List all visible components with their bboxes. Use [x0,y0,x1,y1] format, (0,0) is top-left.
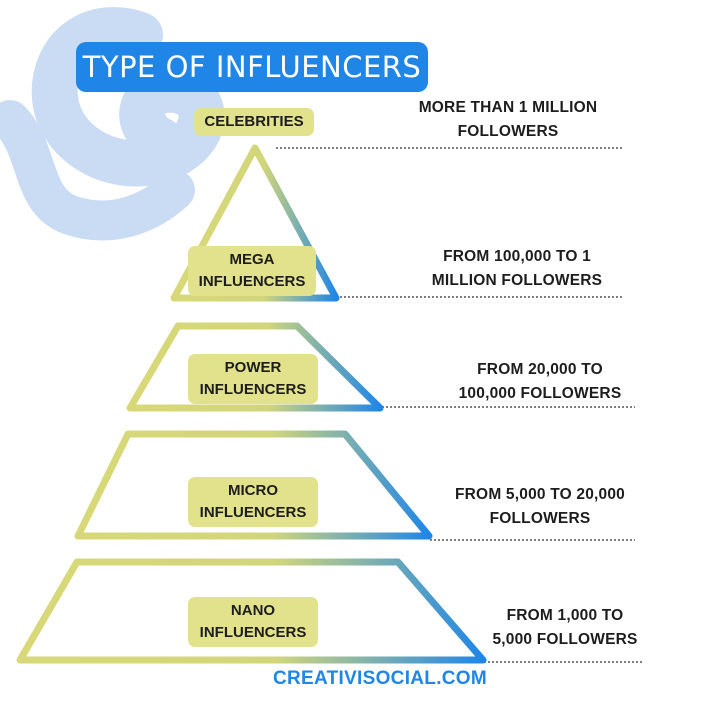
level-desc-line1: FROM 5,000 TO 20,000 [455,486,625,503]
level-label-line2: INFLUENCERS [199,381,307,398]
level-desc-line2: FOLLOWERS [457,123,559,140]
level-desc-line2: FOLLOWERS [489,510,591,527]
level-desc-line1: MORE THAN 1 MILLION [418,99,598,116]
level-label-line1: CELEBRITIES [204,113,304,130]
page-title: TYPE OF INFLUENCERS [76,42,428,92]
level-label-line2: INFLUENCERS [199,624,307,641]
level-desc-line2: MILLION FOLLOWERS [431,272,603,289]
level-label-celebrities: CELEBRITIES [194,108,314,136]
level-desc-micro: FROM 5,000 TO 20,000 FOLLOWERS [425,483,655,531]
level-desc-power: FROM 20,000 TO 100,000 FOLLOWERS [440,358,640,406]
level-desc-celebrities: MORE THAN 1 MILLION FOLLOWERS [398,96,618,144]
level-label-power: POWER INFLUENCERS [188,354,318,404]
level-desc-line1: FROM 1,000 TO [506,607,624,624]
level-label-line1: NANO [230,602,276,619]
tier-nano [16,558,487,664]
tier-mega [170,144,340,302]
level-label-nano: NANO INFLUENCERS [188,597,318,647]
level-desc-nano: FROM 1,000 TO 5,000 FOLLOWERS [470,604,660,652]
level-label-line2: INFLUENCERS [199,504,307,521]
separator-lines [276,147,642,663]
footer-website: CREATIVISOCIAL.COM [272,668,488,689]
level-label-line1: POWER [224,359,282,376]
level-desc-line1: FROM 20,000 TO [477,361,603,378]
level-desc-mega: FROM 100,000 TO 1 MILLION FOLLOWERS [412,245,622,293]
tier-power [126,322,384,412]
level-label-micro: MICRO INFLUENCERS [188,477,318,527]
level-label-mega: MEGA INFLUENCERS [188,246,316,296]
decorative-swirl [0,7,225,241]
level-label-line1: MEGA [229,251,275,268]
tier-micro [74,430,433,540]
pyramid-tiers [16,144,487,664]
level-desc-line2: 5,000 FOLLOWERS [492,631,638,648]
level-desc-line1: FROM 100,000 TO 1 [443,248,591,265]
level-label-line1: MICRO [228,482,278,499]
level-label-line2: INFLUENCERS [198,273,306,290]
level-desc-line2: 100,000 FOLLOWERS [458,385,622,402]
